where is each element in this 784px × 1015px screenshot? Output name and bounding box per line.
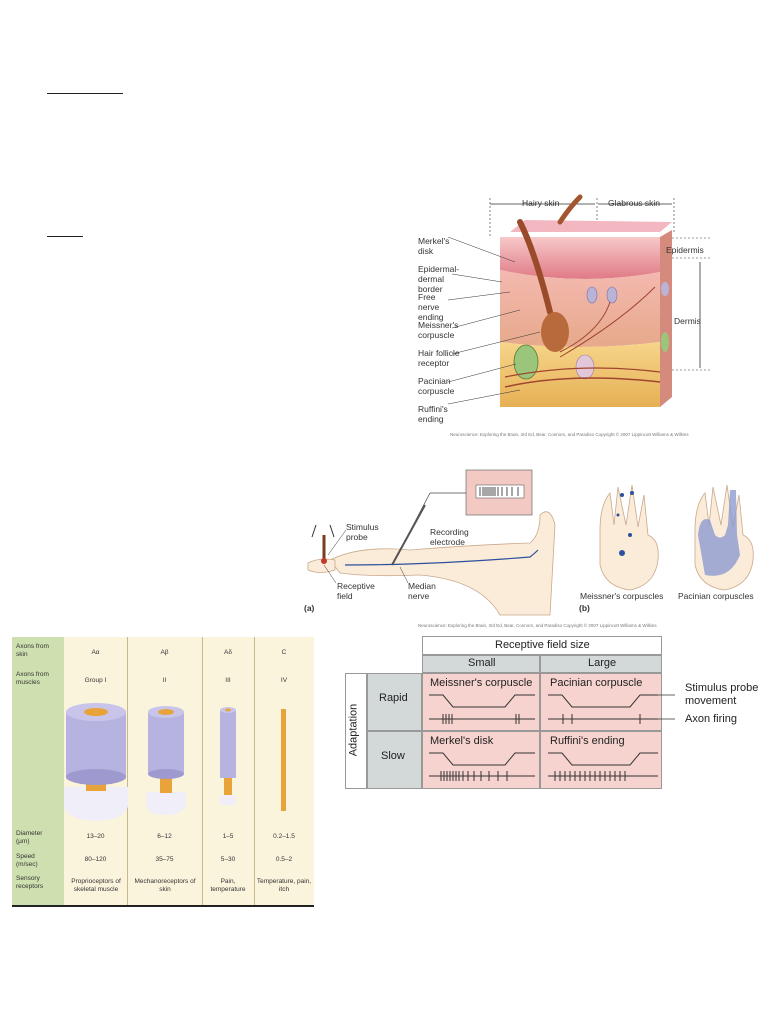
column-divider (127, 637, 128, 907)
row-header-column (12, 637, 64, 907)
label-free-nerve-ending: Free nerve ending (418, 292, 444, 322)
cell-speed: 35–75 (155, 856, 174, 863)
slow-row-header (367, 731, 422, 789)
adaptation-traces (429, 694, 675, 781)
cell-speed: 0.5–2 (275, 856, 293, 863)
cell-rapid-large (540, 673, 662, 731)
column-divider (202, 637, 203, 907)
row-header-skin: Axons from skin (16, 643, 49, 658)
label-hairy-skin: Hairy skin (522, 198, 560, 208)
cell-diameter: 6–12 (157, 833, 172, 840)
row-header-diameter: Diameter (µm) (16, 830, 43, 845)
table-bottom-rule (12, 905, 314, 907)
slow-label: Slow (381, 750, 405, 762)
ruffinis-ending-text: Ruffini's ending (550, 735, 625, 747)
pacinian-corpuscle-text: Pacinian corpuscle (550, 677, 643, 689)
cell-receptors: Mechanoreceptors of skin (134, 878, 196, 893)
label-meissners-corpuscle: Meissner's corpuscle (418, 320, 459, 340)
label-panel-a: (a) (304, 603, 315, 613)
cell-skin: Aα (91, 649, 100, 656)
cell-muscle: IV (280, 677, 288, 684)
legend-stimulus-probe-movement: Stimulus probe movement (685, 682, 759, 707)
col-large-label: Large (588, 657, 617, 669)
label-panel-b: (b) (579, 603, 590, 613)
label-stimulus-probe: Stimulus probe (346, 522, 379, 542)
label-merkels-disk: Merkel's disk (418, 236, 450, 256)
cell-muscle: Group I (84, 677, 107, 684)
column-divider (254, 637, 255, 907)
header-text: Receptive field size (495, 639, 590, 651)
axon-diameter-illustration (64, 703, 286, 821)
label-recording-electrode: Recording electrode (430, 527, 469, 547)
label-epidermal-dermal-border: Epidermal-dermal border (418, 264, 460, 294)
cell-skin: Aβ (160, 649, 169, 656)
header-large (540, 655, 662, 673)
cell-diameter: 1–5 (222, 833, 234, 840)
label-median-nerve: Median nerve (408, 581, 436, 601)
row-header-receptors: Sensory receptors (16, 875, 44, 890)
label-epidermis: Epidermis (666, 245, 704, 255)
cell-muscle: III (225, 677, 231, 684)
label-glabrous-skin: Glabrous skin (608, 198, 660, 208)
cell-receptors: Temperature, pain, itch (256, 878, 312, 893)
cell-receptors: Pain, temperature (210, 878, 246, 893)
label-hair-follicle-receptor: Hair follicle receptor (418, 348, 460, 368)
skin-receptors-figure: Hairy skin Glabrous skin Epidermis Dermi… (410, 192, 710, 442)
col-small-label: Small (468, 657, 496, 669)
cell-diameter: 13–20 (86, 833, 105, 840)
rapid-label: Rapid (379, 692, 408, 704)
arm-recording-illustration (307, 469, 754, 616)
row-header-speed: Speed (m/sec) (16, 853, 38, 868)
label-ruffinis-ending: Ruffini's ending (418, 404, 448, 424)
cell-slow-small (422, 731, 540, 789)
cell-skin: C (281, 649, 287, 656)
cell-rapid-small (422, 673, 540, 731)
merkels-disk-text: Merkel's disk (430, 735, 494, 747)
cell-speed: 5–30 (220, 856, 236, 863)
skin-figure-credit: Neuroscience: Exploring the Brain, 3rd E… (450, 432, 689, 437)
label-pacinian-corpuscles: Pacinian corpuscles (678, 591, 754, 601)
cell-diameter: 0.2–1.5 (273, 833, 295, 840)
label-meissners-corpuscles: Meissner's corpuscles (580, 591, 664, 601)
legend-axon-firing: Axon firing (685, 713, 737, 725)
cell-muscle: II (162, 677, 167, 684)
heading-underline-1 (47, 93, 123, 94)
skin-illustration (447, 194, 710, 407)
cell-speed: 80–120 (84, 856, 107, 863)
row-header-muscles: Axons from muscles (16, 671, 49, 686)
header-small (422, 655, 540, 673)
rapid-row-header (367, 673, 422, 731)
adaptation-column (345, 673, 367, 789)
receptive-field-recording-figure: Stimulus probe Recording electrode Recep… (300, 465, 765, 630)
label-receptive-field: Receptive field (337, 581, 375, 601)
header-receptive-field-size (422, 636, 662, 655)
meissner-corpuscle-text: Meissner's corpuscle (430, 677, 533, 689)
cell-skin: Aδ (224, 649, 232, 656)
cell-receptors: Proprioceptors of skeletal muscle (71, 878, 121, 893)
axon-types-table: Axons from skin Axons from muscles Diame… (12, 637, 314, 907)
label-pacinian-corpuscle: Pacinian corpuscle (418, 376, 455, 396)
recording-figure-credit: Neuroscience: Exploring the Brain, 3rd E… (418, 623, 657, 628)
heading-underline-2 (47, 236, 83, 237)
label-dermis: Dermis (674, 316, 701, 326)
receptive-field-table: Receptive field size Small Large Adaptat… (345, 636, 769, 789)
